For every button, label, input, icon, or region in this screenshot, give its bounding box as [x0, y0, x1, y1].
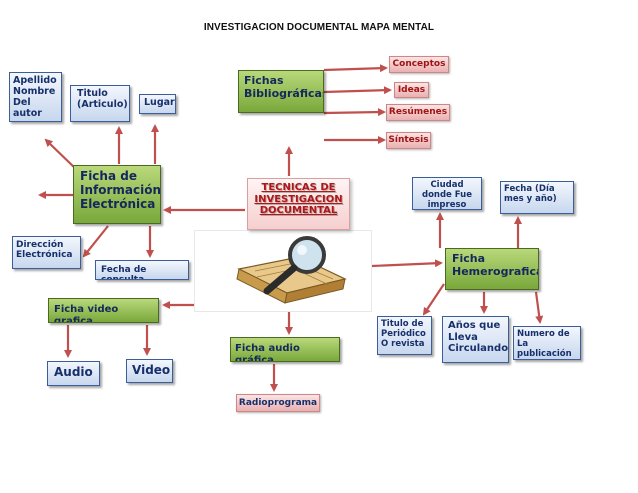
page-title: INVESTIGACION DOCUMENTAL MAPA MENTAL — [203, 22, 435, 33]
node-fecha-dia-mes-ano[interactable]: Fecha (Día mes y año) — [500, 181, 574, 214]
magnifying-glass-on-documents-icon — [236, 236, 347, 304]
node-lugar[interactable]: Lugar — [139, 94, 176, 114]
node-apellido-nombre-autor[interactable]: Apellido Nombre Del autor — [9, 72, 62, 122]
connector-arrow-21 — [422, 283, 445, 316]
node-ficha-hemerografica[interactable]: Ficha Hemerografica — [445, 248, 539, 290]
connector-arrow-18 — [371, 259, 443, 268]
connector-arrow-3 — [323, 108, 386, 117]
illustration-frame — [194, 230, 372, 312]
node-fecha-consulta[interactable]: Fecha de consulta — [95, 260, 189, 280]
connector-arrow-23 — [534, 291, 544, 324]
node-numero-publicacion[interactable]: Numero de La publicación — [513, 326, 581, 360]
node-video[interactable]: Video — [126, 359, 173, 383]
node-ficha-audio-grafica[interactable]: Ficha audio gráfica — [230, 337, 340, 362]
node-conceptos[interactable]: Conceptos — [389, 56, 449, 73]
node-ciudad-impreso[interactable]: Ciudad donde Fue impreso — [412, 177, 482, 210]
node-titulo-periodico[interactable]: Titulo de Periódico O revista — [377, 316, 432, 355]
node-radioprograma[interactable]: Radioprograma — [236, 394, 320, 412]
node-direccion-electronica[interactable]: Dirección Electrónica — [12, 236, 81, 269]
connector-arrow-11 — [82, 225, 109, 258]
node-titulo-articulo[interactable]: Titulo (Articulo) — [70, 85, 130, 122]
node-sintesis[interactable]: Síntesis — [386, 132, 431, 149]
connector-arrow-1 — [323, 64, 388, 73]
node-fichas-bibliograficas[interactable]: Fichas Bibliográficas — [238, 70, 324, 113]
node-audio[interactable]: Audio — [47, 361, 100, 386]
node-anos-circulando[interactable]: Años que Lleva Circulando — [442, 316, 509, 363]
node-ficha-informacion-electronica[interactable]: Ficha de Información Electrónica — [73, 165, 161, 224]
connector-arrow-9 — [44, 138, 78, 171]
node-ficha-video-grafica[interactable]: Ficha video grafica — [48, 298, 159, 323]
connector-arrow-2 — [323, 86, 392, 95]
node-resumenes[interactable]: Resúmenes — [386, 104, 450, 121]
central-topic: TECNICAS DE INVESTIGACION DOCUMENTAL — [247, 178, 350, 230]
node-ideas[interactable]: Ideas — [394, 82, 429, 98]
